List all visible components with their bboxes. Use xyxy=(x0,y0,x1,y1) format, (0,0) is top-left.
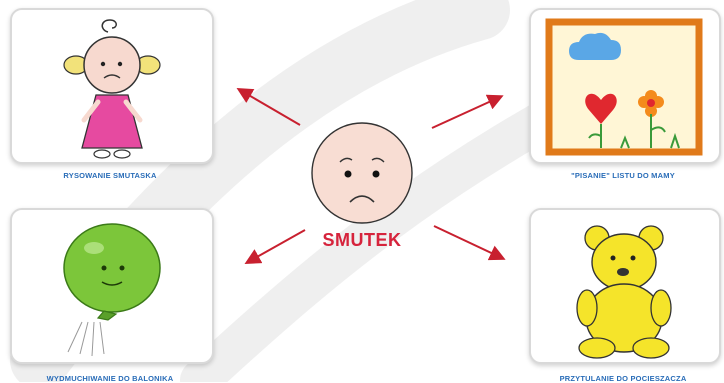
caption-top-left: RYSOWANIE SMUTASKA xyxy=(63,171,157,180)
girl-illustration xyxy=(63,19,161,159)
balloon-illustration xyxy=(63,223,161,357)
framed-picture-illustration xyxy=(545,18,703,156)
card-writing-letter xyxy=(529,8,721,164)
arrow-to-bottom-right xyxy=(433,225,506,261)
card-drawing-sad-face xyxy=(10,8,214,164)
caption-bottom-right: PRZYTULANIE DO POCIESZACZA xyxy=(559,374,687,383)
caption-bottom-left: WYDMUCHIWANIE DO BALONIKA xyxy=(46,374,174,383)
sad-face-icon xyxy=(311,122,413,224)
arrow-to-top-left xyxy=(236,87,301,126)
teddy-bear-illustration xyxy=(576,225,672,359)
arrow-to-top-right xyxy=(431,94,504,129)
caption-top-right: "PISANIE" LISTU DO MAMY xyxy=(571,171,675,180)
center-label: SMUTEK xyxy=(322,230,402,250)
arrow-to-bottom-left xyxy=(244,229,306,264)
card-hugging-teddy xyxy=(529,208,721,364)
card-blowing-balloon xyxy=(10,208,214,364)
